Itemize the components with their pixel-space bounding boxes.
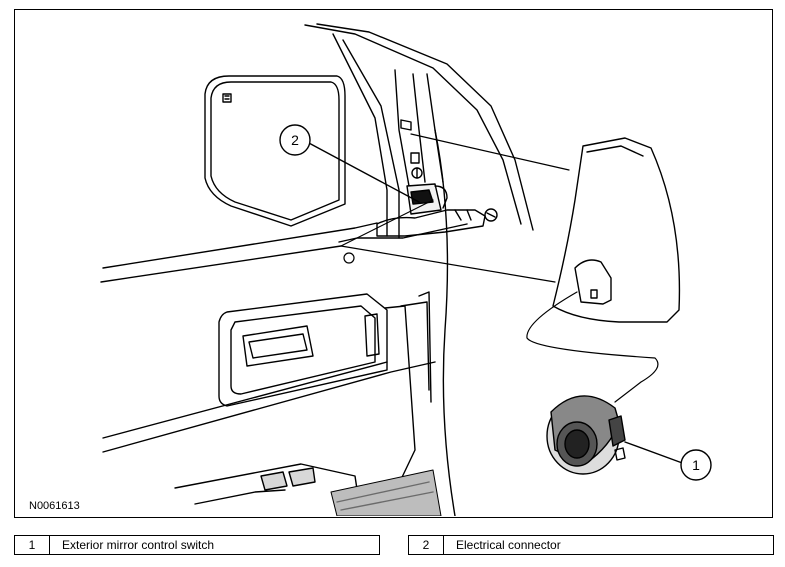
- exploded-view-guides: [340, 133, 659, 403]
- mirror-control-switch: [546, 395, 626, 475]
- legend-item-2-label: Electrical connector: [456, 538, 561, 552]
- callout-2: 2: [279, 124, 420, 203]
- legend-item-2-number: 2: [409, 536, 444, 554]
- legend-item-1-number: 1: [15, 536, 50, 554]
- legend-item-2: 2 Electrical connector: [408, 535, 774, 555]
- window-frame: [304, 23, 534, 239]
- door-mirror-illustration: 2 1: [100, 23, 712, 516]
- callout-1: 1: [624, 441, 712, 481]
- mirror-mount-base: [376, 167, 498, 237]
- figure-id: N0061613: [29, 500, 80, 512]
- illustration-frame: 2 1 N0061613: [14, 9, 773, 518]
- mirror-glass: [204, 75, 346, 227]
- door-lower-body: [102, 129, 456, 516]
- callout-1-number: 1: [692, 457, 700, 473]
- callout-2-number: 2: [291, 132, 299, 148]
- legend-item-1: 1 Exterior mirror control switch: [14, 535, 380, 555]
- armrest-switch-bezel: [174, 463, 442, 516]
- legend-item-1-label: Exterior mirror control switch: [62, 538, 215, 552]
- door-trim-panel: [552, 137, 681, 323]
- door-upper-edge: [100, 222, 468, 283]
